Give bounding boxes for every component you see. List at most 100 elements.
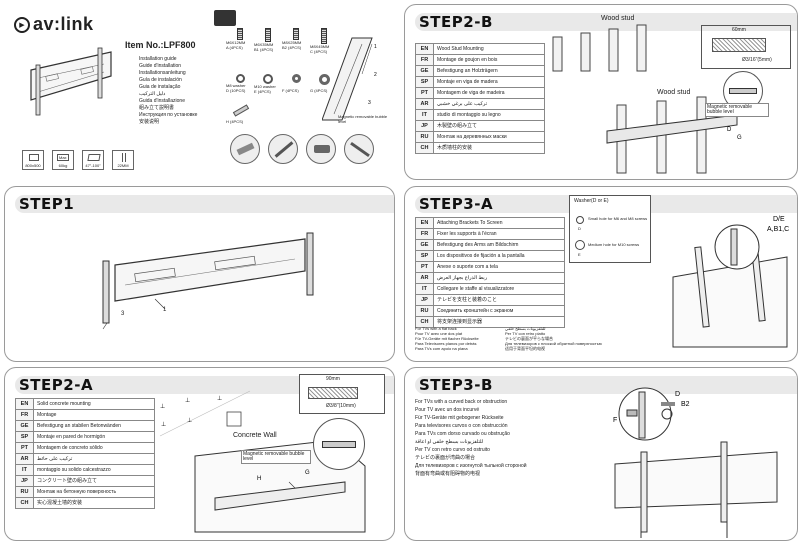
hardware-letter: F — [613, 417, 617, 424]
step-header-bar — [15, 195, 394, 213]
wood-stud-illustration — [545, 23, 655, 73]
step3b-panel: STEP3-B For TVs with a curved back or ob… — [404, 367, 798, 541]
drill-depth-detail: 60mm Ø3/16"(5mm) — [701, 25, 791, 69]
svg-text:⊥: ⊥ — [160, 403, 165, 410]
washer-note: Medium hole for M10 screws — [588, 242, 640, 247]
spec-screen-size: 47"-100" — [82, 150, 104, 170]
tool-screwdriver — [268, 134, 298, 164]
spec-vesa: 800x500 — [22, 150, 44, 170]
depth-dimension: 60mm — [732, 27, 746, 33]
washer-d: M8 washer D (10PCS) — [226, 74, 254, 93]
brand-name: av:link — [33, 14, 94, 34]
curved-tv-illustration: F D B2 — [601, 372, 791, 538]
washer-guide-box: Washer(D or E) D Small hole for M6 and M… — [569, 195, 651, 263]
item-number: Item No.:LPF800 — [125, 40, 196, 50]
cover-section: ▶ av:link Item No.:LPF800 Installation g… — [0, 0, 395, 180]
washer-letter: E — [578, 252, 581, 257]
guide-item: 安装说明 — [139, 119, 160, 125]
part-label: 3 — [368, 100, 371, 106]
screw-b1: M6X35MM B1 (4PCS) — [254, 28, 282, 52]
screw-icon — [265, 28, 271, 42]
washer-e: M10 washer E (4PCS) — [254, 74, 282, 94]
screw-icon — [293, 28, 299, 40]
guide-item: Guia de instalação — [139, 84, 181, 90]
weight-icon: Max — [57, 154, 69, 161]
spacer-f: F (4PCS) — [282, 74, 310, 93]
hardware-letter: B2 — [681, 401, 690, 408]
svg-text:⊥: ⊥ — [217, 395, 222, 402]
hardware-box-icon — [214, 10, 236, 26]
spec-depth: 22MM — [112, 150, 134, 170]
hardware-letter: D — [727, 127, 732, 133]
bracket-illustration — [26, 40, 116, 140]
step1-panel: STEP1 1 3 — [4, 186, 395, 362]
anchor-h: H (4PCS) — [226, 102, 256, 124]
screw-icon — [321, 28, 327, 44]
spec-weight: Max 60kg — [52, 150, 74, 170]
level-icon — [236, 142, 255, 156]
screw-icon — [237, 28, 243, 40]
flat-back-notes-right: للتلفزيونات بسطح خلفي Per TV con retro p… — [505, 326, 602, 351]
drill-size: Ø3/8"(10mm) — [326, 403, 356, 409]
step-title: STEP3-A — [419, 195, 494, 213]
level-detail-circle — [313, 418, 365, 470]
tool-bubble-level — [230, 134, 260, 164]
depth-dimension: 90mm — [326, 376, 340, 382]
tool-wrench — [344, 134, 374, 164]
screw-c: M8X45MM C (4PCS) — [310, 28, 338, 54]
washer-d-icon — [576, 216, 584, 224]
wall-anchor-icon — [232, 104, 250, 117]
svg-text:⊥: ⊥ — [185, 397, 190, 404]
step-title: STEP1 — [19, 195, 75, 213]
svg-text:⊥: ⊥ — [187, 417, 192, 424]
step-title: STEP2-A — [19, 376, 94, 394]
bubble-level-note: Magnetic removable bubble level — [338, 114, 388, 124]
guide-item: Installationsanleitung — [139, 70, 186, 76]
washer-icon — [263, 74, 273, 84]
washer-letter: D — [578, 226, 581, 231]
washer-title: Washer(D or E) — [574, 198, 609, 204]
guide-item: Guida d'installazione — [139, 98, 185, 104]
tool-drill — [306, 134, 336, 164]
part-label: 2 — [374, 72, 377, 78]
tv-back-illustration: D/E A,B1,C — [667, 207, 795, 353]
wood-stud-label: Wood stud — [657, 89, 691, 96]
play-logo-icon: ▶ — [14, 16, 30, 33]
part-label-1: 1 — [163, 307, 167, 313]
hardware-letter: D/E — [773, 216, 785, 223]
step-header-bar — [415, 376, 797, 394]
svg-text:⊥: ⊥ — [161, 421, 166, 428]
bubble-level-note: Magnetic removable bubble level — [705, 103, 769, 117]
spacer-g: G (4PCS) — [310, 74, 338, 93]
guide-list: Installation guide Guide d'installation … — [139, 56, 197, 126]
screen-size-icon — [87, 154, 101, 161]
curved-back-notes: For TVs with a curved back or obstructio… — [415, 399, 527, 477]
wood-stud-label: Wood stud — [601, 15, 635, 22]
washer-note: Small hole for M6 and M8 screws — [588, 216, 648, 221]
guide-item: Guide d'installation — [139, 63, 182, 69]
hardware-letter: A,B1,C — [767, 226, 789, 233]
